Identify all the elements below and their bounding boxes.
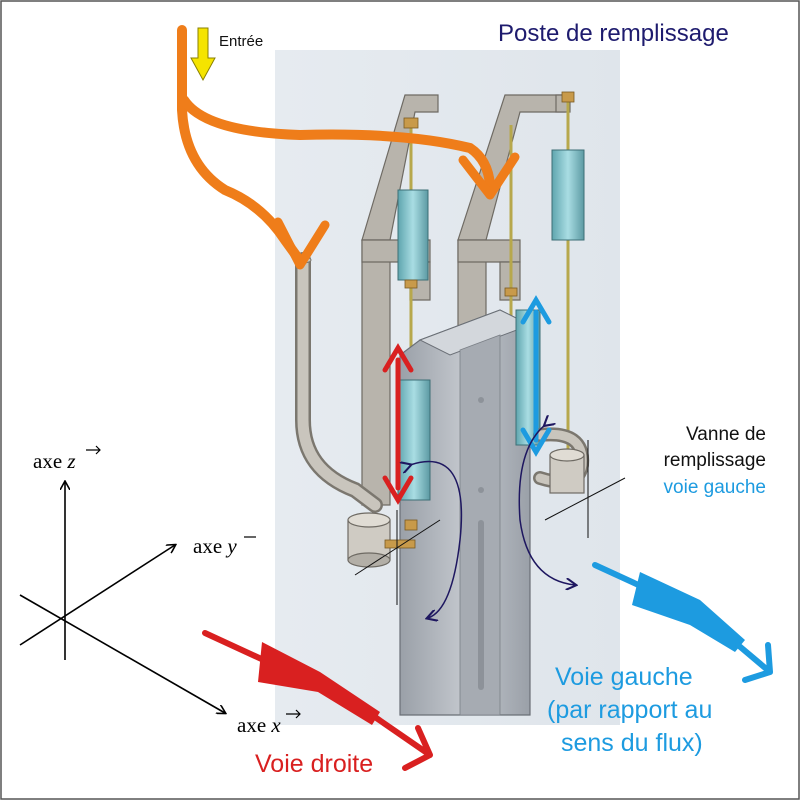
inlet-arrow — [190, 27, 216, 82]
rotation-arrows — [410, 425, 575, 618]
axis-x-label: axe x — [237, 709, 301, 737]
valve-label-line3: voie gauche — [664, 477, 766, 498]
central-post — [399, 309, 532, 716]
diagram-title: Poste de remplissage — [498, 20, 729, 47]
inlet-label: Entrée — [219, 33, 263, 50]
left-way-line2: (par rapport au — [547, 696, 712, 724]
right-way-label: Voie droite — [255, 750, 373, 778]
left-way-line1: Voie gauche — [555, 663, 693, 691]
axis-y-label: axe y — [193, 534, 256, 558]
axis-z-label: axe z — [33, 445, 101, 473]
svg-text:axe z: axe z — [33, 449, 76, 473]
right-valve-body — [549, 448, 585, 494]
valve-label-line1: Vanne de — [686, 424, 766, 445]
x-axis-line — [19, 594, 225, 713]
left-way-line3: sens du flux) — [561, 729, 703, 757]
valve-label-line2: remplissage — [664, 450, 766, 471]
axes-triad — [19, 482, 225, 713]
svg-text:axe y: axe y — [193, 534, 237, 558]
inlet-flow-arrows — [177, 25, 495, 263]
valve-label: Vanne de remplissage voie gauche — [664, 424, 766, 498]
svg-text:axe x: axe x — [237, 713, 281, 737]
left-way-label: Voie gauche (par rapport au sens du flux… — [547, 663, 712, 757]
left-way-outflow-arrow — [592, 562, 773, 683]
orange-arrowheads — [273, 152, 520, 270]
y-axis-line — [19, 545, 175, 646]
right-way-outflow-arrow — [202, 630, 433, 771]
filling-machine — [294, 91, 626, 716]
